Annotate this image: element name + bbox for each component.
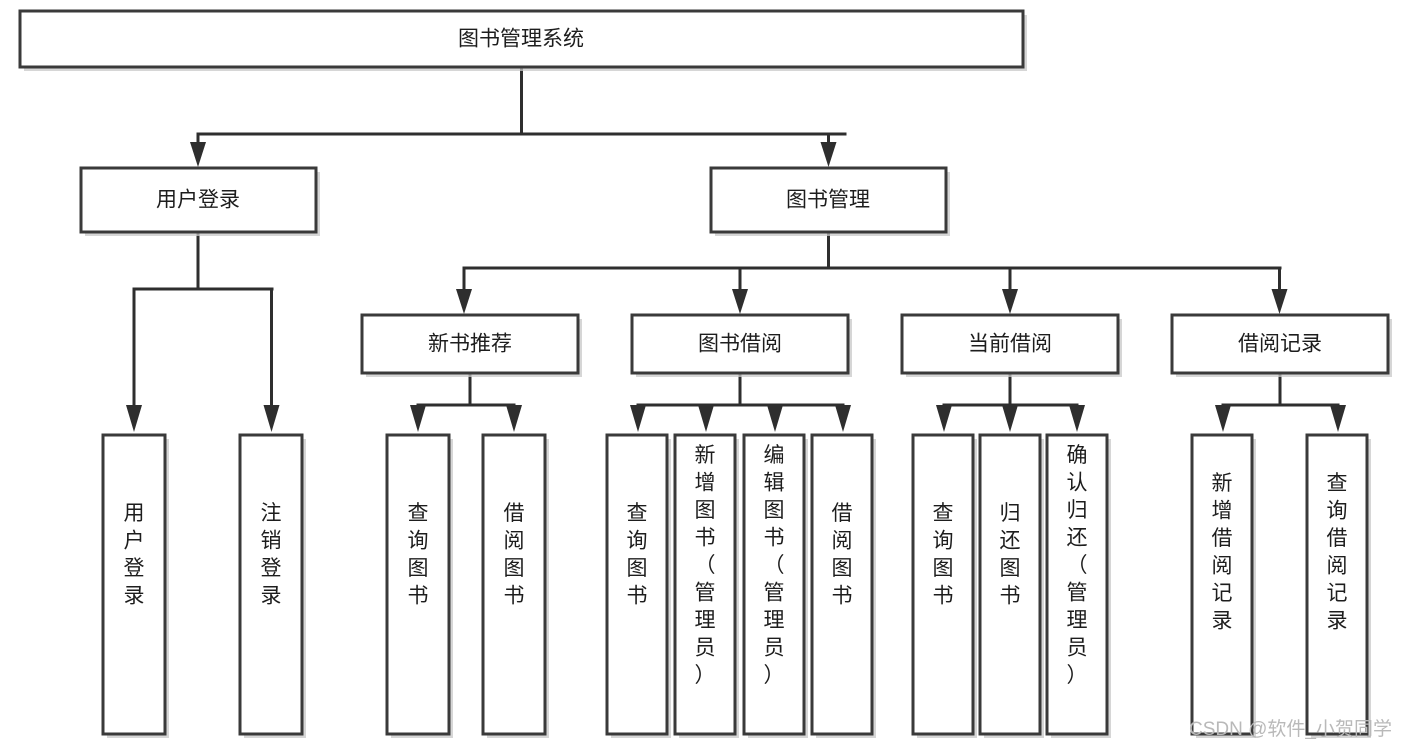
connector-group-book-mgmt-to-level3 — [456, 230, 1288, 314]
arrow-head-current-borrow — [1002, 289, 1018, 314]
node-borrow-record-label: 借阅记录 — [1238, 333, 1322, 356]
leaf-borrow-record-query-label: 查询借阅记录 — [1327, 472, 1348, 633]
node-borrow-record[interactable]: 借阅记录 — [1170, 313, 1392, 377]
connector-group-borrow-record-to-leaves — [1215, 373, 1346, 432]
leaf-new-book-borrow[interactable]: 借阅图书 — [481, 433, 549, 738]
node-new-book-recommend[interactable]: 新书推荐 — [360, 313, 582, 377]
arrow-head-leaf-logout — [263, 405, 280, 432]
arrow-head-bb-leaf-1 — [630, 405, 646, 432]
node-current-borrow[interactable]: 当前借阅 — [900, 313, 1122, 377]
leaf-borrow-record-add-label: 新增借阅记录 — [1212, 472, 1233, 633]
leaf-book-borrow-edit[interactable]: 编辑图书（管理员） — [742, 433, 808, 738]
node-root-system-label: 图书管理系统 — [458, 28, 584, 51]
leaf-borrow-record-add[interactable]: 新增借阅记录 — [1190, 433, 1256, 738]
leaf-current-borrow-return[interactable]: 归还图书 — [978, 433, 1044, 738]
arrow-head-nb-leaf-2 — [506, 405, 522, 432]
connector-group-new-book-to-leaves — [410, 373, 522, 432]
leaf-book-borrow-edit-label: 编辑图书（管理员） — [764, 444, 785, 687]
connector-group-current-borrow-to-leaves — [936, 373, 1085, 432]
arrow-head-br-leaf-1 — [1215, 405, 1231, 432]
leaf-current-borrow-query-label: 查询图书 — [933, 502, 954, 608]
leaf-user-login-login[interactable]: 用户登录 — [101, 433, 169, 738]
leaf-book-borrow-add[interactable]: 新增图书（管理员） — [673, 433, 739, 738]
leaf-current-borrow-query[interactable]: 查询图书 — [911, 433, 977, 738]
leaf-new-book-query-label: 查询图书 — [408, 502, 429, 608]
leaf-current-borrow-confirm-label: 确认归还（管理员） — [1067, 444, 1088, 687]
leaf-borrow-record-query[interactable]: 查询借阅记录 — [1305, 433, 1371, 738]
arrow-head-bb-leaf-3 — [767, 405, 783, 432]
leaf-book-borrow-borrow[interactable]: 借阅图书 — [810, 433, 876, 738]
node-user-login[interactable]: 用户登录 — [79, 166, 320, 236]
arrow-head-cb-leaf-1 — [936, 405, 952, 432]
leaf-book-borrow-borrow-label: 借阅图书 — [832, 502, 853, 608]
arrow-head-nb-leaf-1 — [410, 405, 426, 432]
arrow-head-user-login — [190, 142, 206, 167]
leaf-current-borrow-confirm[interactable]: 确认归还（管理员） — [1045, 433, 1111, 738]
arrow-head-cb-leaf-3 — [1069, 405, 1085, 432]
arrow-head-cb-leaf-2 — [1002, 405, 1018, 432]
leaf-user-login-logout[interactable]: 注销登录 — [238, 433, 306, 738]
leaf-book-borrow-query[interactable]: 查询图书 — [605, 433, 671, 738]
watermark-label: CSDN @软件_小贺同学 — [1189, 718, 1392, 740]
arrow-head-bb-leaf-4 — [835, 405, 851, 432]
arrow-head-new-book — [456, 289, 472, 314]
node-user-login-label: 用户登录 — [156, 189, 240, 212]
node-book-borrow[interactable]: 图书借阅 — [630, 313, 852, 377]
node-book-borrow-label: 图书借阅 — [698, 333, 782, 356]
arrow-head-leaf-user-login — [126, 405, 142, 432]
leaf-user-login-login-label: 用户登录 — [124, 502, 145, 608]
leaf-user-login-logout-label: 注销登录 — [261, 502, 282, 608]
connector-group-user-login-to-leaves — [126, 230, 280, 432]
arrow-head-bb-leaf-2 — [698, 405, 714, 432]
node-book-management-label: 图书管理 — [786, 189, 870, 212]
arrow-head-borrow-record — [1271, 289, 1288, 314]
connector-group-root-to-level2 — [190, 65, 847, 167]
leaf-book-borrow-query-label: 查询图书 — [627, 502, 648, 608]
leaf-book-borrow-add-label: 新增图书（管理员） — [695, 444, 716, 687]
node-root-system[interactable]: 图书管理系统 — [18, 9, 1027, 71]
arrow-head-br-leaf-2 — [1330, 405, 1346, 432]
node-book-management[interactable]: 图书管理 — [709, 166, 950, 236]
connector-group-book-borrow-to-leaves — [630, 373, 851, 432]
node-new-book-recommend-label: 新书推荐 — [428, 333, 512, 356]
leaf-new-book-borrow-label: 借阅图书 — [504, 502, 525, 608]
leaf-new-book-query[interactable]: 查询图书 — [385, 433, 453, 738]
leaf-current-borrow-return-label: 归还图书 — [1000, 502, 1021, 608]
arrow-head-book-borrow — [732, 289, 748, 314]
node-current-borrow-label: 当前借阅 — [968, 333, 1052, 356]
arrow-head-book-mgmt — [820, 142, 837, 167]
